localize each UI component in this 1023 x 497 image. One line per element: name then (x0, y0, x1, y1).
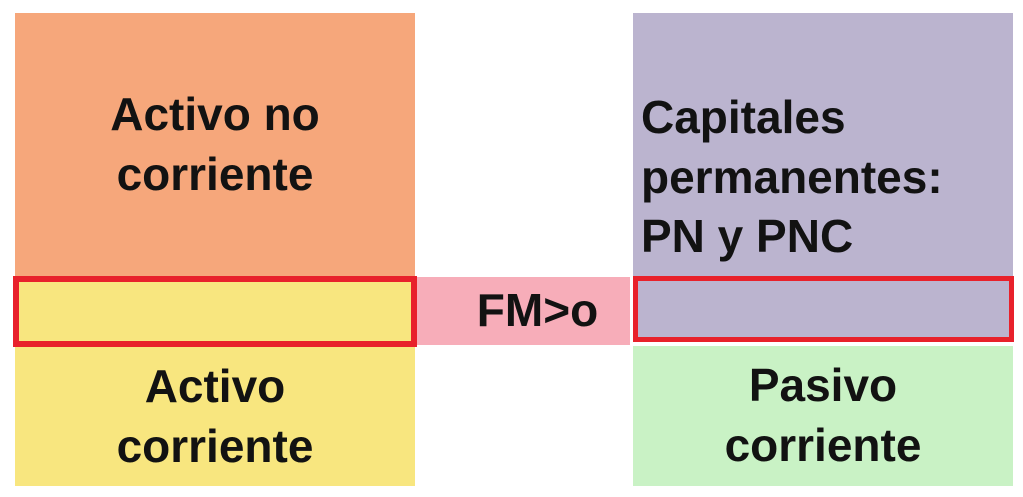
activo-no-corriente-label: Activo no corriente (110, 87, 320, 200)
fm-greater-than-zero-label: FM>o (476, 284, 599, 337)
activo-corriente-block (15, 276, 415, 486)
activo-no-corriente-block (15, 13, 415, 276)
working-capital-highlight-right (633, 276, 1014, 342)
pasivo-corriente-block (633, 346, 1013, 486)
capitales-permanentes-label: Capitales permanentes: PN y PNC (641, 90, 943, 263)
working-capital-highlight-left (13, 276, 417, 347)
fm-band (417, 277, 630, 345)
activo-corriente-label: Activo corriente (116, 359, 314, 472)
capitales-permanentes-block (633, 13, 1013, 342)
pasivo-corriente-label: Pasivo corriente (724, 359, 922, 471)
